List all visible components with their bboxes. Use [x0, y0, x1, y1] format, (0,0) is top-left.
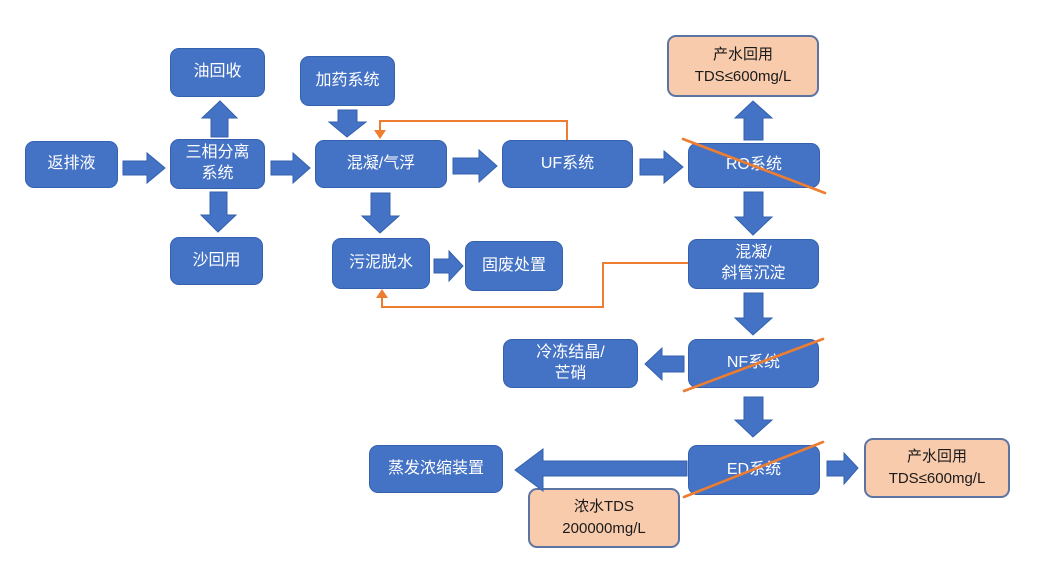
node-label: 加药系统 [315, 71, 380, 89]
node-ed-system: ED系统 [688, 445, 820, 495]
recycle-arrowhead-sludge [376, 289, 388, 298]
recycle-line-uf-to-flotation [379, 120, 568, 140]
callout-product-water-top: 产水回用 TDS≤600mg/L [667, 35, 819, 97]
arrow-flotation-to-uf [452, 148, 498, 184]
arrow-ed-to-evaporation [514, 448, 688, 492]
arrow-separation-to-sand [199, 191, 238, 233]
node-label: RO系统 [725, 156, 782, 174]
node-sludge-dewatering: 污泥脱水 [332, 238, 430, 289]
node-label: 系统 [201, 165, 234, 182]
callout-label: 产水回用 [712, 46, 773, 64]
node-label: 三相分离 [185, 144, 250, 162]
node-three-phase-separation: 三相分离 系统 [170, 139, 265, 189]
node-label: 油回收 [193, 63, 242, 81]
arrow-uf-to-ro [639, 149, 684, 185]
node-ro-system: RO系统 [688, 143, 820, 188]
callout-label: 产水回用 [906, 448, 967, 466]
node-label: 污泥脱水 [348, 254, 413, 272]
node-label: ED系统 [726, 460, 782, 478]
arrow-separation-to-oil [200, 100, 239, 138]
arrow-nf-to-freeze [644, 346, 685, 382]
node-solid-waste-disposal: 固废处置 [465, 241, 563, 291]
node-coagulation-flotation: 混凝/气浮 [315, 140, 447, 188]
arrow-flowback-to-separation [122, 151, 166, 185]
callout-value: TDS≤600mg/L [694, 68, 792, 85]
node-label: UF系统 [540, 154, 595, 172]
node-label: NF系统 [726, 354, 781, 372]
node-label: 固废处置 [481, 256, 546, 274]
node-label: 冷冻结晶/ [536, 343, 605, 361]
arrow-dosing-to-flotation [327, 109, 368, 138]
node-freeze-crystallization: 冷冻结晶/ 芒硝 [503, 339, 638, 388]
node-label: 混凝/ [735, 244, 772, 262]
arrow-flotation-to-sludge [360, 192, 401, 234]
arrow-separation-to-flotation [270, 151, 311, 185]
node-coagulation-sedimentation: 混凝/ 斜管沉淀 [688, 239, 819, 289]
node-evaporation-unit: 蒸发浓缩装置 [369, 445, 503, 493]
node-label: 芒硝 [554, 364, 587, 382]
node-dosing-system: 加药系统 [300, 56, 395, 106]
node-sand-reuse: 沙回用 [170, 237, 263, 285]
callout-product-water-bottom: 产水回用 TDS≤600mg/L [864, 438, 1010, 498]
arrow-sedimentation-to-nf [733, 292, 774, 336]
node-label: 返排液 [47, 155, 96, 173]
callout-value: TDS≤600mg/L [888, 470, 986, 487]
node-nf-system: NF系统 [688, 339, 819, 388]
callout-concentrate-tds: 浓水TDS 200000mg/L [528, 488, 680, 548]
callout-value: 200000mg/L [562, 520, 646, 537]
arrow-nf-to-ed [733, 396, 774, 438]
arrow-ro-to-sedimentation [733, 191, 774, 236]
node-uf-system: UF系统 [502, 140, 633, 188]
node-flowback-fluid: 返排液 [25, 141, 118, 188]
recycle-arrowhead-flotation [374, 130, 386, 139]
node-oil-recovery: 油回收 [170, 48, 265, 97]
arrow-ed-to-product-bottom [826, 451, 859, 486]
node-label: 斜管沉淀 [721, 265, 786, 282]
arrow-sludge-to-solidwaste [433, 249, 464, 283]
node-label: 蒸发浓缩装置 [387, 459, 484, 477]
node-label: 沙回用 [192, 251, 241, 269]
node-label: 混凝/气浮 [346, 154, 416, 172]
callout-label: 浓水TDS [573, 498, 634, 516]
arrow-ro-to-product-top [733, 100, 774, 141]
